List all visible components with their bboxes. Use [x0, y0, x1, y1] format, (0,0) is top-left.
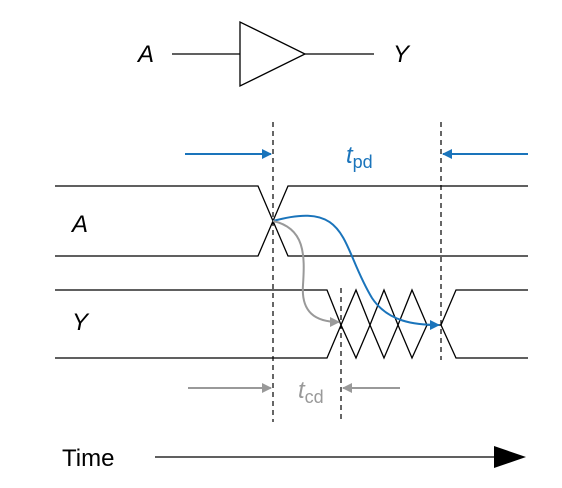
signal-label-a: A — [70, 211, 88, 238]
tcd-label: tcd — [298, 377, 324, 407]
time-axis-arrowhead — [494, 446, 526, 468]
signal-label-y: Y — [72, 309, 90, 336]
tcd-annotation: tcd — [188, 220, 400, 407]
tcd-subscript: cd — [305, 387, 324, 407]
time-axis: Time — [62, 445, 526, 472]
tcd-symbol: t — [298, 377, 306, 404]
waveform-y — [55, 288, 528, 360]
waveform-a — [55, 185, 528, 257]
tpd-annotation: tpd — [185, 142, 528, 330]
reference-lines — [272, 122, 442, 422]
waveform-a-lower — [55, 219, 528, 257]
tpd-subscript: pd — [353, 152, 373, 172]
buffer-input-label: A — [136, 41, 154, 68]
time-axis-label: Time — [62, 445, 114, 472]
buffer-triangle — [239, 20, 307, 88]
tpd-symbol: t — [346, 142, 354, 169]
waveform-y-lower — [55, 323, 528, 360]
waveform-y-upper — [55, 288, 528, 327]
waveform-a-upper — [55, 185, 528, 223]
tpd-causal-arrow — [272, 214, 440, 330]
tcd-causal-arrow — [272, 220, 340, 327]
buffer-symbol: A Y — [136, 20, 411, 88]
tpd-label: tpd — [346, 142, 373, 172]
buffer-output-label: Y — [393, 41, 411, 68]
